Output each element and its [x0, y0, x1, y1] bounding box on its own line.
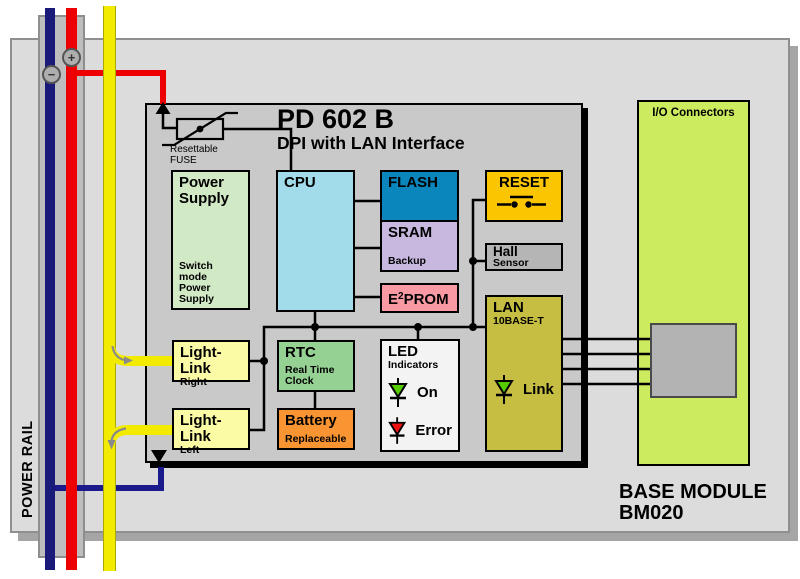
hall-sensor-block: Hall Sensor	[485, 243, 563, 271]
lan-link-led: Link	[494, 375, 554, 405]
io-connector-box	[650, 323, 737, 398]
lan-block: LAN 10BASE-T Link	[485, 295, 563, 452]
link-led-icon	[494, 375, 514, 404]
module-title-line2: DPI with LAN Interface	[277, 133, 465, 153]
pushbutton-switch-icon	[497, 195, 546, 208]
power-rail-label: POWER RAIL	[20, 420, 36, 518]
fuse-label: Resettable FUSE	[170, 144, 218, 166]
rail-0v-blue	[45, 8, 55, 570]
led-on-row: On	[388, 378, 452, 408]
base-module-label: BASE MODULE BM020	[619, 481, 767, 524]
eeprom-label: E2PROM	[388, 290, 449, 308]
reset-block: RESET	[485, 170, 563, 222]
io-connectors-panel: I/O Connectors	[637, 100, 750, 466]
error-led-icon	[388, 417, 407, 444]
cpu-block: CPU	[276, 170, 355, 312]
led-error-row: Error	[388, 416, 452, 446]
on-led-icon	[388, 378, 408, 407]
power-supply-block: Power Supply Switch mode Power Supply	[171, 170, 250, 310]
flash-block: FLASH	[380, 170, 459, 222]
light-link-left-block: Light-Link Left	[172, 408, 250, 456]
light-link-right-block: Light-Link Right	[172, 340, 250, 388]
sram-block: SRAM Backup	[380, 220, 459, 272]
eeprom-block: E2PROM	[380, 283, 459, 313]
module-title-line1: PD 602 B	[277, 104, 395, 134]
rail-lightlink-yellow	[103, 6, 116, 571]
plus-terminal-icon: +	[62, 48, 81, 67]
rail-plus-red	[66, 8, 77, 570]
battery-block: Battery Replaceable	[277, 408, 355, 450]
io-connectors-label: I/O Connectors	[652, 107, 735, 119]
minus-terminal-icon: −	[42, 65, 61, 84]
module-title: PD 602 B DPI with LAN Interface	[277, 104, 465, 153]
rtc-block: RTC Real Time Clock	[277, 340, 355, 392]
led-indicators-block: LED Indicators On Error	[380, 339, 460, 452]
